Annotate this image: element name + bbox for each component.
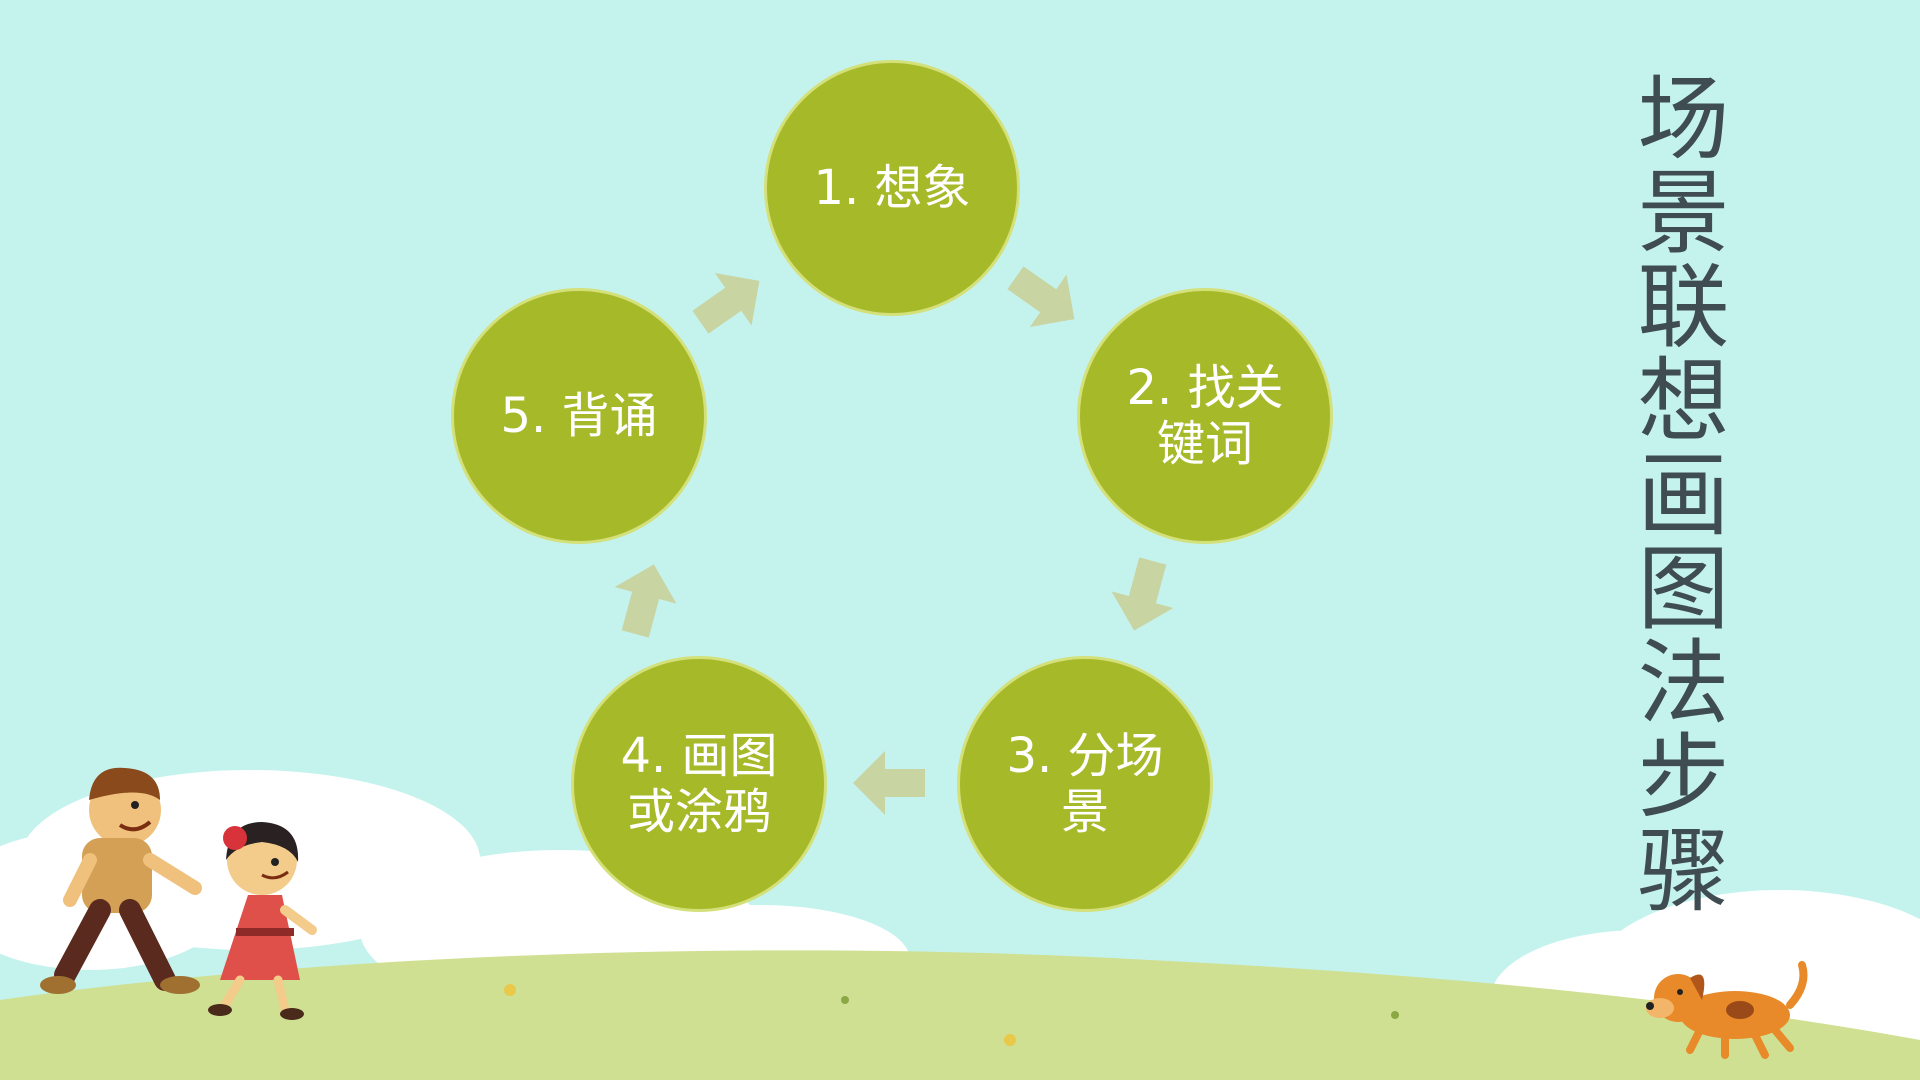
grass-hill: [0, 950, 1920, 1080]
step-1-label: 1. 想象: [813, 160, 971, 216]
running-girl-icon: [208, 822, 317, 1020]
running-boy-icon: [40, 767, 202, 994]
step-5-label: 5. 背诵: [500, 388, 658, 444]
arrow-4-to-5: [614, 564, 677, 638]
page-title: 场景联想画图法步骤: [1622, 70, 1729, 916]
grass-flowers: [504, 984, 1399, 1046]
dog-icon: [1646, 961, 1808, 1059]
step-2-label-2: 键词: [1156, 416, 1253, 472]
step-node-4: 4. 画图 或涂鸦: [571, 656, 827, 912]
arrow-2-to-3: [1111, 557, 1174, 631]
cycle-arrows: [614, 266, 1174, 815]
arrow-3-to-4: [853, 751, 925, 815]
step-4-label: 4. 画图: [620, 728, 778, 784]
step-3-label: 3. 分场: [1006, 728, 1164, 784]
arrow-1-to-2: [1007, 266, 1075, 327]
step-3-label-2: 景: [1060, 784, 1109, 840]
step-node-2: 2. 找关 键词: [1077, 288, 1333, 544]
step-4-label-2: 或涂鸦: [626, 784, 771, 840]
step-node-1: 1. 想象: [764, 60, 1020, 316]
step-node-3: 3. 分场 景: [957, 656, 1213, 912]
step-2-label: 2. 找关: [1126, 360, 1284, 416]
arrow-5-to-1: [692, 273, 760, 334]
step-node-5: 5. 背诵: [451, 288, 707, 544]
